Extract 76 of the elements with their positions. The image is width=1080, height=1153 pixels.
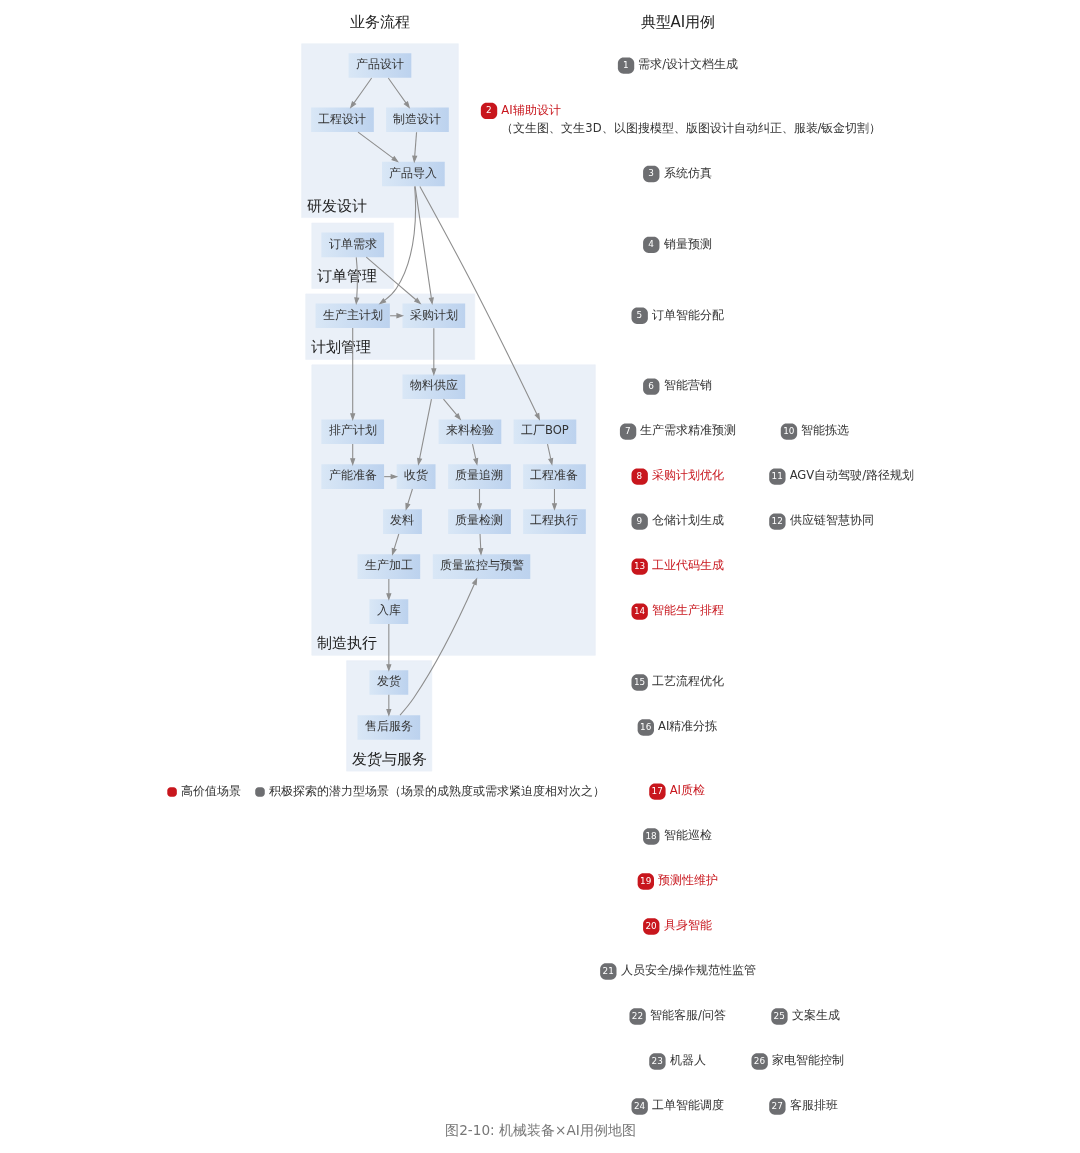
arrow [391,533,399,556]
node-box: 产品导入 [381,161,445,187]
node-label: 智能巡检 [663,828,712,843]
node-box: 收货 [396,464,435,489]
label: 业务流程 [349,13,410,32]
node-label: 采购计划优化 [651,468,724,483]
node-label: AGV自动驾驶/路径规划 [789,468,914,483]
node-label: 订单智能分配 [651,307,724,322]
node-label: 智能拣选 [800,423,849,438]
arrow [546,443,553,466]
label: 典型AI用例 [640,13,715,32]
arrow [430,327,436,376]
node-label: 工业代码生成 [651,558,724,573]
node-label: 工艺流程优化 [651,674,724,689]
arrow [378,185,416,305]
node-label: （文生图、文生3D、以图搜模型、版图设计自动纠正、服装/钣金切割） [500,121,881,136]
node-box: 工程准备 [522,464,586,489]
node-label: 具身智能 [663,918,712,933]
arrow [353,256,359,306]
arrow [399,577,477,716]
node-label: 人员安全/操作规范性监管 [620,963,756,978]
arrow [471,443,478,466]
node-box: 质量监控与预警 [432,554,530,579]
node-box: 采购计划 [401,303,465,329]
arrow [387,77,410,109]
node-label: AI精准分拣 [657,719,717,734]
node-box: 制造设计 [385,107,449,133]
node-box: 入库 [368,599,408,624]
node-box: 订单需求 [320,232,384,258]
arrow [414,185,434,306]
node-box: 生产加工 [356,554,420,579]
node-label: 销量预测 [663,236,712,251]
node-label: 客服排班 [789,1098,838,1113]
node-label: 需求/设计文档生成 [637,57,738,72]
node-label: 机器人 [669,1053,706,1068]
arrow [349,327,355,421]
node-label: 家电智能控制 [771,1053,844,1068]
arrow [385,623,391,672]
node-box: 发料 [382,509,422,534]
caption: 图2-10: 机械装备×AI用例地图 [444,1122,636,1139]
arrow [418,185,540,421]
node-box: 工程执行 [522,509,586,534]
node-label: 系统仿真 [663,165,712,180]
node-box: 产品设计 [348,53,411,78]
node-box: 产能准备 [320,464,384,489]
node-label: AI质检 [669,783,705,798]
node-label: 文案生成 [791,1008,840,1023]
node-box: 售后服务 [356,715,420,740]
legend-label: 高价值场景 [180,783,241,798]
node-label: 工单智能调度 [651,1098,724,1113]
arrow [365,256,421,305]
node-box: 发货 [368,670,408,695]
node-box: 来料检验 [438,419,501,444]
node-box: 生产主计划 [315,303,390,329]
node-label: 预测性维护 [657,873,718,888]
arrow [349,77,372,109]
node-box: 工厂BOP [513,419,576,444]
node-box: 质量检测 [447,509,511,534]
node-label: 供应链智慧协同 [789,513,874,528]
node-box: 物料供应 [401,374,465,399]
arrow [416,398,432,466]
arrow [477,533,483,556]
node-label: AI辅助设计 [500,102,561,117]
arrow [357,131,399,163]
node-label: 智能营销 [663,378,712,393]
node-label: 仓储计划生成 [651,513,724,528]
arrow [411,131,417,164]
node-label: 智能客服/问答 [649,1008,726,1023]
arrow [404,488,413,511]
node-label: 智能生产排程 [651,603,724,618]
node-box: 质量追溯 [447,464,511,489]
legend-label: 积极探索的潜力型场景（场景的成熟度或需求紧迫度相对次之） [268,783,605,798]
node-label: 生产需求精准预测 [639,423,736,438]
node-box: 工程设计 [310,107,374,133]
arrow [442,398,461,421]
node-box: 排产计划 [320,419,384,444]
